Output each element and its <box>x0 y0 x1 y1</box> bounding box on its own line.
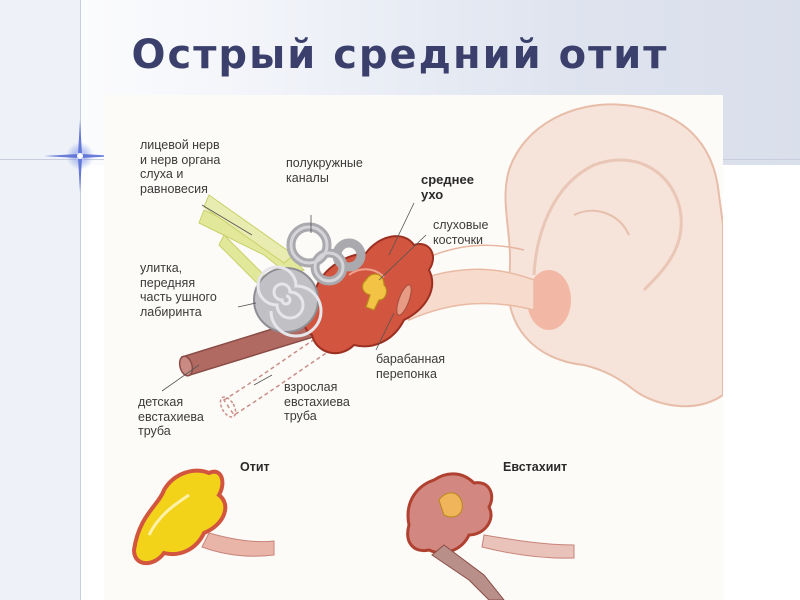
cochlea-illustration <box>253 265 323 338</box>
ear-canal <box>403 268 535 322</box>
otitis-illustration <box>131 468 275 566</box>
ear-anatomy-diagram: лицевой нерв и нерв органа слуха и равно… <box>104 95 723 600</box>
label-ossicles: слуховые косточки <box>433 218 489 247</box>
auricle-illustration <box>504 103 723 408</box>
side-stripe <box>0 0 80 600</box>
sparkle-icon <box>44 120 116 192</box>
label-cochlea: улитка, передняя часть ушного лабиринта <box>140 261 217 319</box>
ossicles-illustration <box>361 273 388 311</box>
eardrum <box>396 284 412 316</box>
label-child-tube: детская евстахиева труба <box>138 395 204 438</box>
slide-title: Острый средний отит <box>131 32 669 78</box>
label-otitis: Отит <box>240 460 270 474</box>
label-semicircular-canals: полукружные каналы <box>286 156 363 185</box>
label-eustachitis: Евстахиит <box>503 460 568 474</box>
label-facial-nerve: лицевой нерв и нерв органа слуха и равно… <box>140 138 221 196</box>
label-adult-tube: взрослая евстахиева труба <box>284 380 350 423</box>
label-middle-ear: среднее ухо <box>421 172 474 202</box>
vertical-divider <box>80 0 81 600</box>
label-eardrum: барабанная перепонка <box>376 352 446 381</box>
eustachitis-illustration <box>406 472 575 600</box>
